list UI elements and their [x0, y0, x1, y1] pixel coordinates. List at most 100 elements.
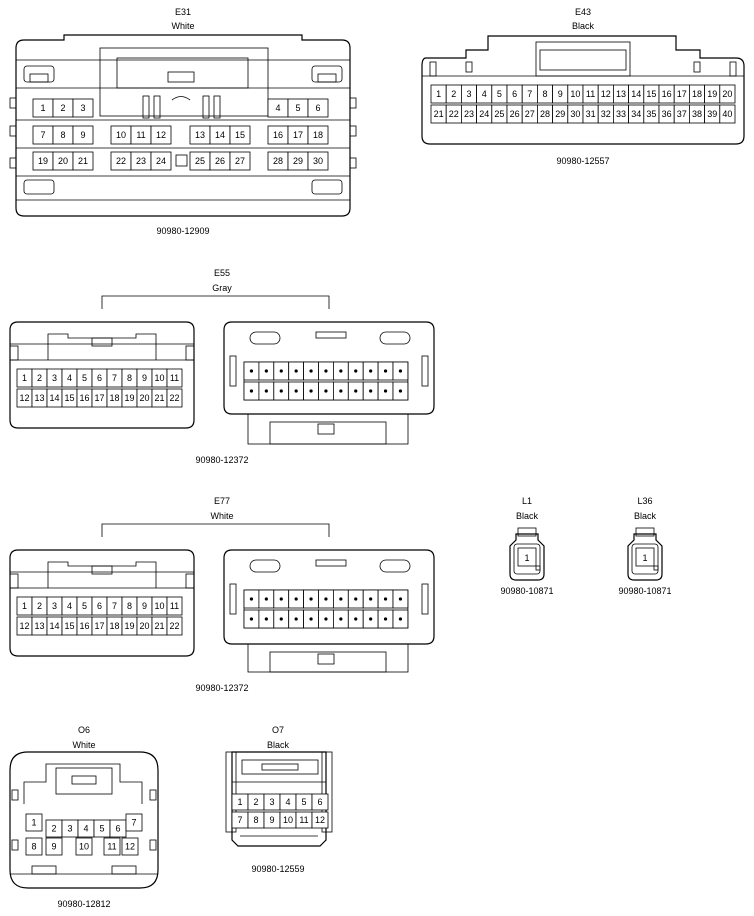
svg-text:7: 7	[237, 815, 242, 825]
pin-e43-5: 5	[491, 84, 508, 104]
svg-text:3: 3	[67, 824, 72, 834]
pin-e55-6: 6	[91, 368, 108, 388]
pin-e31-25: 25	[189, 151, 211, 171]
svg-text:17: 17	[293, 130, 303, 140]
svg-text:18: 18	[692, 89, 702, 99]
pin-e55-1: 1	[16, 368, 33, 388]
pin-e55-18: 18	[106, 388, 123, 408]
svg-text:4: 4	[67, 601, 72, 611]
pin-o7-4: 4	[279, 793, 297, 811]
svg-text:7: 7	[112, 601, 117, 611]
svg-text:17: 17	[94, 393, 104, 403]
svg-text:6: 6	[317, 797, 322, 807]
pin-e43-20: 20	[719, 84, 736, 104]
pin-e43-21: 21	[430, 104, 447, 124]
svg-text:13: 13	[34, 621, 44, 631]
svg-text:1: 1	[22, 601, 27, 611]
pin-e43-3: 3	[460, 84, 477, 104]
pin-e43-23: 23	[460, 104, 477, 124]
pin-e77-9: 9	[136, 596, 153, 616]
svg-text:2: 2	[253, 797, 258, 807]
l1-part-number: 90980-10871	[500, 586, 554, 596]
svg-text:12: 12	[315, 815, 325, 825]
pin-e43-17: 17	[673, 84, 690, 104]
svg-text:11: 11	[136, 130, 145, 140]
pin-o6-4: 4	[77, 819, 95, 838]
pin-e31-15: 15	[229, 125, 251, 145]
pin-o6-8: 8	[25, 837, 43, 856]
svg-text:20: 20	[58, 156, 68, 166]
svg-text:1: 1	[40, 103, 45, 113]
pin-e31-4: 4	[267, 98, 289, 118]
pin-e55-7: 7	[106, 368, 123, 388]
pin-o6-3: 3	[61, 819, 79, 838]
connector-o6-body	[9, 751, 159, 889]
pin-e43-30: 30	[567, 104, 584, 124]
svg-text:8: 8	[60, 130, 65, 140]
svg-text:2: 2	[37, 601, 42, 611]
pin-e31-12: 12	[150, 125, 172, 145]
pin-e43-37: 37	[673, 104, 690, 124]
svg-text:3: 3	[466, 89, 471, 99]
pin-e43-28: 28	[537, 104, 554, 124]
pin-e43-7: 7	[521, 84, 538, 104]
pin-e43-15: 15	[643, 84, 660, 104]
pin-o7-12: 12	[311, 811, 329, 829]
pin-e31-28: 28	[267, 151, 289, 171]
o7-part-number: 90980-12559	[251, 864, 305, 874]
svg-text:15: 15	[64, 621, 74, 631]
svg-text:5: 5	[99, 824, 104, 834]
svg-text:16: 16	[79, 393, 89, 403]
connector-o7-body	[225, 751, 333, 847]
svg-text:4: 4	[482, 89, 487, 99]
e77-color: White	[210, 511, 234, 521]
pin-e43-12: 12	[597, 84, 614, 104]
svg-text:12: 12	[19, 621, 29, 631]
pin-e55-13: 13	[31, 388, 48, 408]
pin-o7-3: 3	[263, 793, 281, 811]
pin-e43-6: 6	[506, 84, 523, 104]
connector-e43-body	[421, 35, 745, 145]
svg-text:7: 7	[40, 130, 45, 140]
pin-e77-14: 14	[46, 616, 63, 636]
pin-e55-2: 2	[31, 368, 48, 388]
svg-text:16: 16	[79, 621, 89, 631]
o7-color: Black	[266, 740, 290, 750]
pin-e31-8: 8	[52, 125, 74, 145]
svg-text:22: 22	[116, 156, 126, 166]
svg-text:4: 4	[83, 824, 88, 834]
pin-e31-17: 17	[287, 125, 309, 145]
pin-e55-9: 9	[136, 368, 153, 388]
pin-e43-1: 1	[430, 84, 447, 104]
svg-text:4: 4	[275, 103, 280, 113]
pin-e31-6: 6	[307, 98, 329, 118]
e55-color: Gray	[212, 283, 232, 293]
pin-o6-5: 5	[93, 819, 111, 838]
svg-text:6: 6	[97, 373, 102, 383]
svg-text:11: 11	[299, 815, 308, 825]
svg-text:1: 1	[436, 89, 441, 99]
connector-e31-body	[9, 34, 357, 217]
pin-o7-1: 1	[231, 793, 249, 811]
e55-id: E55	[213, 268, 231, 278]
svg-text:10: 10	[154, 373, 164, 383]
pin-o6-10: 10	[75, 837, 93, 856]
svg-text:12: 12	[19, 393, 29, 403]
pin-o7-10: 10	[279, 811, 297, 829]
svg-text:18: 18	[109, 621, 119, 631]
pin-e43-40: 40	[719, 104, 736, 124]
pin-o7-11: 11	[295, 811, 313, 829]
e43-color: Black	[571, 21, 595, 31]
svg-text:5: 5	[301, 797, 306, 807]
pin-l1-1: 1	[524, 553, 529, 563]
svg-text:17: 17	[94, 621, 104, 631]
pin-e77-3: 3	[46, 596, 63, 616]
pin-e77-10: 10	[151, 596, 168, 616]
svg-text:20: 20	[139, 621, 149, 631]
pin-o7-6: 6	[311, 793, 329, 811]
svg-text:23: 23	[464, 109, 474, 119]
e43-id: E43	[574, 7, 592, 17]
e55-part-number: 90980-12372	[195, 455, 249, 465]
